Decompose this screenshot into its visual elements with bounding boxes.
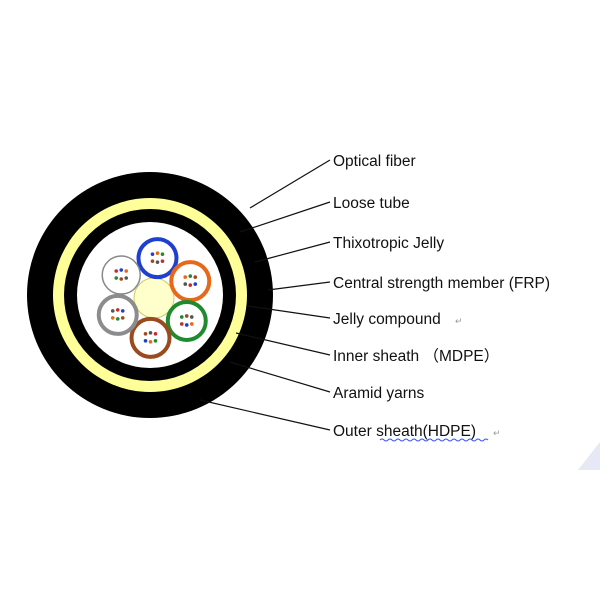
label-thixotropic-jelly: Thixotropic Jelly (333, 235, 444, 252)
label-central-strength-member: Central strength member (FRP) (333, 275, 550, 292)
optical-fiber (120, 309, 125, 313)
optical-fiber (189, 315, 194, 319)
optical-fiber (110, 316, 115, 320)
label-inner-sheath: Inner sheath （MDPE） (333, 348, 499, 365)
labels: Optical fiber Loose tube Thixotropic Jel… (333, 153, 550, 442)
leader-aramid-yarns (229, 361, 331, 393)
paragraph-mark: ↵ (455, 316, 463, 326)
optical-fiber (153, 339, 158, 343)
label-jelly-compound: Jelly compound (333, 311, 441, 328)
optical-fiber (184, 314, 189, 318)
optical-fiber (143, 339, 148, 343)
optical-fiber (188, 274, 193, 278)
leader-outer-sheath (199, 399, 331, 431)
optical-fiber (114, 276, 119, 280)
optical-fiber (115, 308, 120, 312)
optical-fiber (148, 331, 153, 335)
label-outer-sheath-underlined: sheath(HDPE (376, 423, 471, 440)
optical-fiber (148, 340, 153, 344)
optical-fiber (150, 259, 155, 263)
loose-tube-ring (169, 260, 212, 303)
optical-fiber (189, 322, 194, 326)
leader-optical-fiber (249, 159, 331, 209)
optical-fiber (183, 282, 188, 286)
loose-tube-gray (96, 293, 139, 336)
optical-fiber (114, 269, 119, 273)
optical-fiber (153, 332, 158, 336)
optical-fiber (179, 315, 184, 319)
spellcheck-underline (379, 438, 489, 442)
optical-fiber (160, 252, 165, 256)
loose-tube-ring (129, 316, 172, 359)
optical-fiber (184, 323, 189, 327)
loose-tubes (96, 237, 212, 359)
loose-tube-white (101, 255, 141, 295)
optical-fiber (155, 260, 160, 264)
leader-lines (199, 159, 331, 431)
optical-fiber (115, 317, 120, 321)
optical-fiber (119, 277, 124, 281)
label-aramid-yarns: Aramid yarns (333, 385, 425, 402)
optical-fiber (150, 252, 155, 256)
cable-cross-section (27, 172, 273, 418)
optical-fiber (120, 316, 125, 320)
loose-tube-ring (101, 255, 141, 295)
label-outer-sheath-suffix: ) (471, 423, 476, 440)
optical-fiber (124, 269, 129, 273)
optical-fiber (193, 282, 198, 286)
optical-fiber (143, 332, 148, 336)
leader-thixotropic-jelly (254, 241, 331, 263)
optical-fiber (119, 268, 124, 272)
optical-fiber (160, 259, 165, 263)
loose-tube-ring (136, 237, 179, 280)
page-corner-shade (578, 442, 600, 470)
paragraph-mark-2: ↵ (493, 428, 501, 438)
leader-inner-sheath (235, 332, 331, 356)
label-outer-sheath-prefix: Outer (333, 423, 376, 440)
loose-tube-ring (165, 299, 208, 342)
optical-fiber (188, 283, 193, 287)
optical-fiber (183, 275, 188, 279)
leader-loose-tube (239, 201, 331, 233)
loose-tube-green (165, 299, 208, 342)
loose-tube-blue (136, 237, 179, 280)
optical-fiber (155, 251, 160, 255)
optical-fiber (110, 309, 115, 313)
label-outer-sheath: Outer sheath(HDPE) (333, 423, 476, 440)
label-loose-tube: Loose tube (333, 195, 410, 212)
label-optical-fiber: Optical fiber (333, 153, 416, 170)
optical-fiber (124, 276, 129, 280)
leader-jelly-compound (247, 305, 331, 319)
leader-central-strength-member (267, 281, 331, 291)
loose-tube-brown (129, 316, 172, 359)
optical-fiber (179, 322, 184, 326)
loose-tube-orange (169, 260, 212, 303)
loose-tube-ring (96, 293, 139, 336)
optical-fiber (193, 275, 198, 279)
